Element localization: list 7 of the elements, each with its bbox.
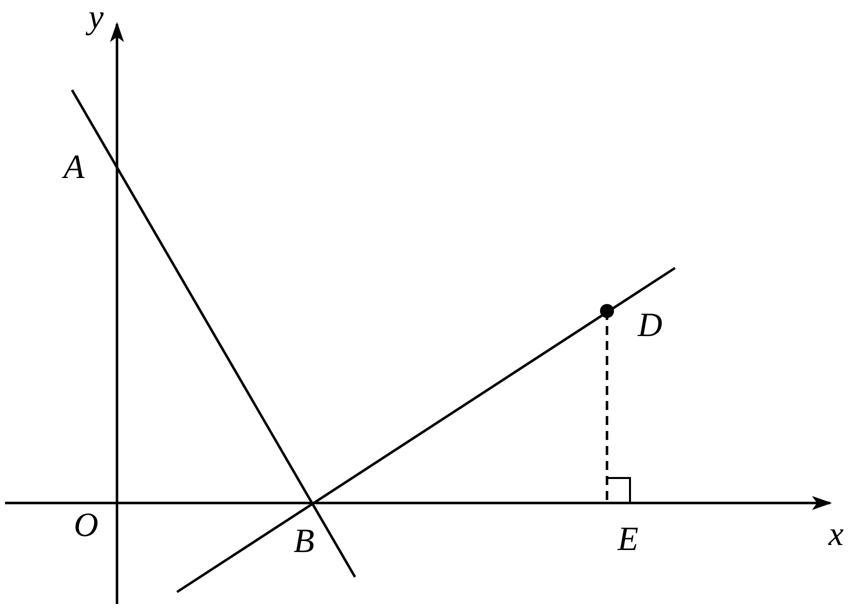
point-label: A	[64, 151, 84, 185]
point-label: x	[828, 518, 844, 552]
point-label: E	[618, 523, 638, 557]
point-label: B	[294, 525, 314, 559]
point-label: D	[638, 309, 662, 343]
point-label: y	[88, 1, 104, 35]
point-label: O	[74, 509, 98, 543]
